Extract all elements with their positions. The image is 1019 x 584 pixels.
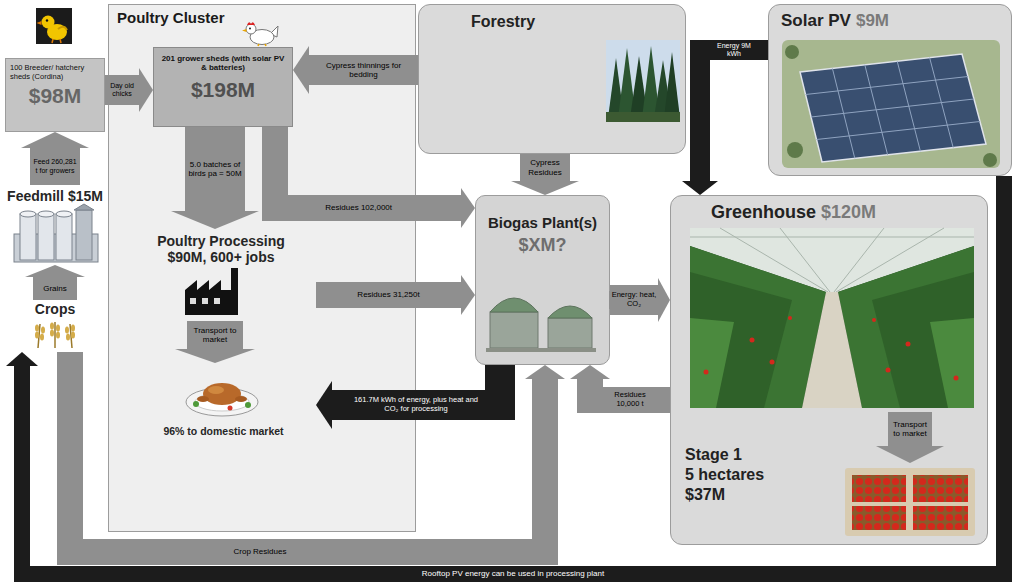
flow-label: Cypress thinnings for bedding xyxy=(316,61,412,79)
flow-arrow xyxy=(25,265,85,300)
node-text: $9M xyxy=(856,11,889,30)
grower-box: 201 grower sheds (with solar PV & batter… xyxy=(153,47,293,127)
flow-label: Feed 260,281 t for growers xyxy=(32,158,78,174)
node-text: $37M xyxy=(685,486,835,504)
arrow-shaft xyxy=(610,285,658,315)
flow-label: Crop Residues xyxy=(220,547,300,556)
forestry-panel: Forestry xyxy=(418,4,686,154)
flow-label: Energy: heat, CO₂ xyxy=(609,291,659,308)
flow-label: Residues 102,000t xyxy=(319,203,399,212)
arrow-head xyxy=(25,265,85,277)
flow-label: Energy 9M kWh xyxy=(709,42,759,58)
arrow-head xyxy=(525,365,565,379)
node-title: Poultry Processing xyxy=(128,233,314,249)
arrow-head xyxy=(682,181,718,195)
arrow-head xyxy=(21,132,89,148)
node-text: $15M xyxy=(68,188,103,204)
flow-label: Grains xyxy=(34,284,76,293)
arrow-shaft xyxy=(33,277,77,300)
crops-illustration xyxy=(35,322,75,348)
node-title: Forestry xyxy=(471,13,673,31)
arrow-head xyxy=(6,352,38,366)
node-title: Feedmill xyxy=(7,188,64,204)
node-title: 96% to domestic market xyxy=(131,425,316,437)
flow-arrow xyxy=(511,154,579,195)
node-text: $120M xyxy=(821,202,876,222)
solar-panel: Solar PV $9M xyxy=(768,4,1012,176)
node-title: Crops xyxy=(6,301,104,317)
node-text: $98M xyxy=(10,84,100,108)
biogas-panel: Biogas Plant(s) $XM? xyxy=(475,195,610,365)
feedmill-node: Feedmill$15M xyxy=(3,185,107,265)
flow-label: Day old chicks xyxy=(105,82,139,98)
node-title: 201 grower sheds (with solar PV & batter… xyxy=(159,54,287,72)
arrow-head xyxy=(461,188,475,228)
note-label: Transport to market xyxy=(889,420,931,438)
node-text: $XM? xyxy=(480,235,605,256)
arrow-head xyxy=(511,181,579,195)
processing-node: Poultry Processing$90M, 600+ jobs xyxy=(126,229,316,321)
market-node: 96% to domestic market xyxy=(131,363,316,451)
cluster-region: Poultry Cluster 201 grower sheds (with so… xyxy=(108,4,416,532)
node-text: $90M, 600+ jobs xyxy=(128,249,314,265)
arrow-head xyxy=(461,275,475,315)
crops-node: Crops xyxy=(5,300,105,352)
node-title: Solar PV xyxy=(781,11,851,30)
flow-arrow xyxy=(610,278,670,322)
arrow-head xyxy=(570,365,610,379)
flow-label: 161.7M kWh of energy, plus heat and CO₂ … xyxy=(346,396,486,413)
flow-label: Rooftop PV energy can be used in process… xyxy=(383,569,643,578)
flow-label: Transport to market xyxy=(190,326,240,344)
arrow-shaft xyxy=(30,148,80,185)
greenhouse-panel: Greenhouse$120M Stage 1 5 hectares $37M xyxy=(670,195,988,545)
flow-arrow xyxy=(21,132,89,185)
flow-label: 5.0 batches of birds pa = 50M xyxy=(187,160,243,178)
flow-label: Cypress Residues xyxy=(522,158,568,176)
flow-arrow xyxy=(682,50,768,195)
arrow-head xyxy=(658,278,670,322)
hatchery-box: 100 Breeder/ hatchery sheds (Cordina) $98… xyxy=(5,58,105,132)
feedmill-illustration xyxy=(14,204,98,262)
node-text: $198M xyxy=(159,78,287,102)
node-text: Stage 1 xyxy=(685,446,835,464)
arrow-shaft xyxy=(520,154,570,181)
chick-icon xyxy=(36,8,72,44)
node-title: 100 Breeder/ hatchery sheds (Cordina) xyxy=(10,64,100,81)
node-title: Biogas Plant(s) xyxy=(480,214,605,231)
flow-label: Residues 10,000 t xyxy=(608,391,652,408)
node-title: Poultry Cluster xyxy=(117,9,407,26)
node-text: 5 hectares xyxy=(685,466,835,484)
arrow-shaft xyxy=(700,50,768,181)
flow-label: Residues 31,250t xyxy=(349,290,429,299)
node-title: Greenhouse xyxy=(711,202,816,222)
